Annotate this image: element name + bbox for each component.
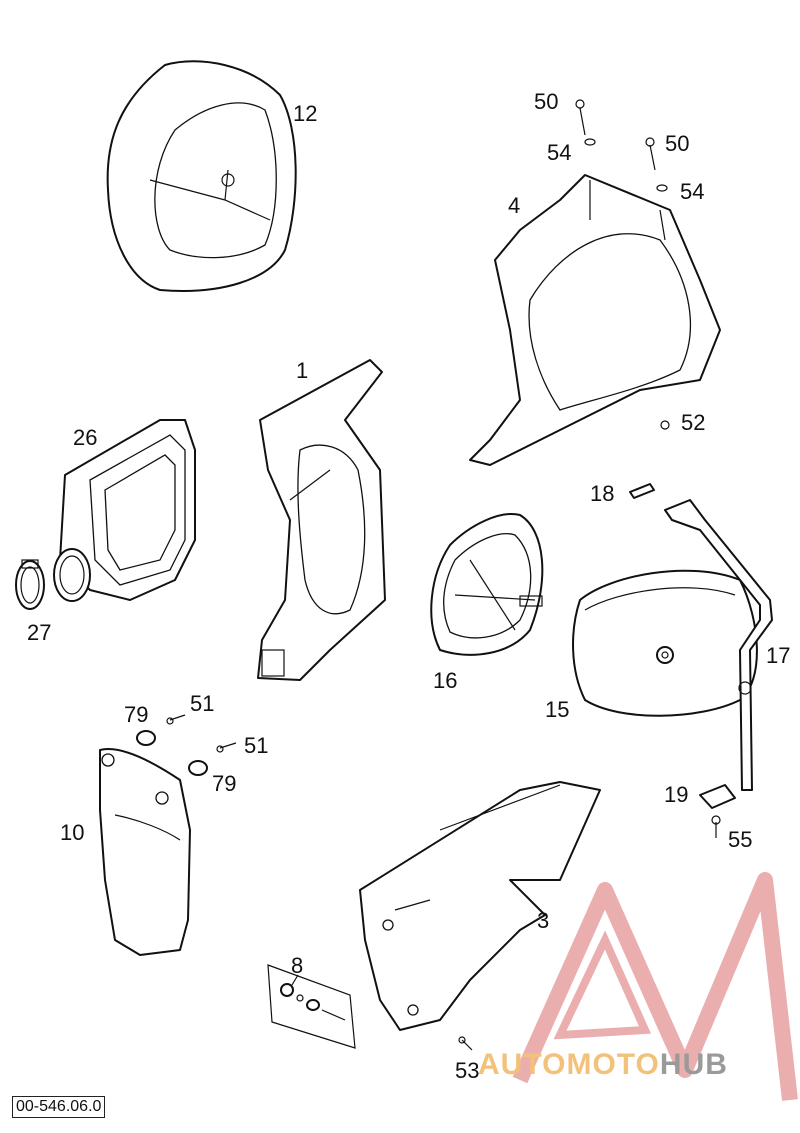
callout-51-top: 51 bbox=[190, 691, 215, 716]
part-27-drawing bbox=[15, 559, 45, 610]
watermark-text-primary: AUTOMOTO bbox=[478, 1048, 660, 1081]
callout-27: 27 bbox=[27, 620, 52, 645]
part-26-drawing bbox=[53, 419, 196, 602]
callout-10: 10 bbox=[60, 820, 85, 845]
watermark-text-secondary: HUB bbox=[659, 1048, 728, 1081]
part-18-drawing bbox=[629, 483, 655, 499]
part-12-drawing bbox=[106, 60, 297, 292]
callout-18: 18 bbox=[590, 481, 615, 506]
part-8-drawing bbox=[267, 964, 356, 1049]
watermark-logo bbox=[512, 872, 798, 1101]
callout-1: 1 bbox=[296, 358, 309, 383]
callout-50-right: 50 bbox=[665, 131, 690, 156]
part-15-drawing bbox=[572, 569, 758, 717]
part-55-drawing bbox=[711, 815, 721, 838]
callout-17: 17 bbox=[766, 643, 791, 668]
reference-code: 00-546.06.0 bbox=[12, 1096, 106, 1118]
part-79-51-drawing bbox=[136, 714, 237, 776]
callout-54-top: 54 bbox=[547, 140, 572, 165]
callout-51-bottom: 51 bbox=[244, 733, 269, 758]
watermark-text: AUTOMOTOHUB bbox=[478, 1048, 728, 1082]
part-16-drawing bbox=[430, 513, 544, 656]
callout-3: 3 bbox=[537, 908, 550, 933]
callout-12: 12 bbox=[293, 101, 318, 126]
callout-15: 15 bbox=[545, 697, 570, 722]
callout-26: 26 bbox=[73, 425, 98, 450]
callout-55: 55 bbox=[728, 827, 753, 852]
callout-8: 8 bbox=[291, 953, 304, 978]
leader-lines bbox=[291, 974, 299, 986]
callout-53: 53 bbox=[455, 1058, 480, 1083]
callout-16: 16 bbox=[433, 668, 458, 693]
callout-52: 52 bbox=[681, 410, 706, 435]
part-3-drawing bbox=[359, 781, 601, 1031]
part-4-drawing bbox=[469, 99, 721, 466]
callout-50-top: 50 bbox=[534, 89, 559, 114]
callout-79-top: 79 bbox=[124, 702, 149, 727]
part-10-drawing bbox=[99, 748, 191, 956]
part-53-drawing bbox=[458, 1036, 473, 1051]
callout-54-right: 54 bbox=[680, 179, 705, 204]
part-17-drawing bbox=[664, 499, 773, 791]
callout-79-bottom: 79 bbox=[212, 771, 237, 796]
callout-19: 19 bbox=[664, 782, 689, 807]
part-1-drawing bbox=[257, 359, 386, 681]
callout-4: 4 bbox=[508, 193, 521, 218]
part-19-drawing bbox=[699, 784, 736, 809]
